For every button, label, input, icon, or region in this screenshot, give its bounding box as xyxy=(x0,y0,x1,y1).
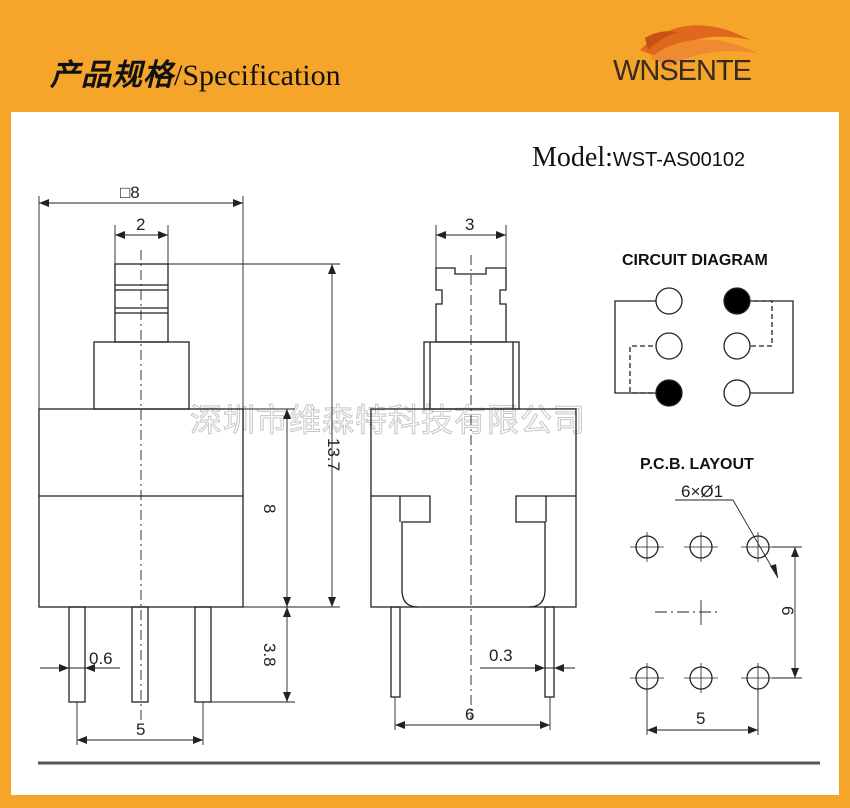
front-pin-length-label: 3.8 xyxy=(260,643,279,667)
circuit-diagram xyxy=(614,287,794,407)
side-pin-label: 0.3 xyxy=(489,646,513,665)
pcb-layout-title: P.C.B. LAYOUT xyxy=(640,456,754,473)
front-pin-width-label: 0.6 xyxy=(89,649,113,668)
pcb-layout xyxy=(630,499,802,735)
front-height-label: 13.7 xyxy=(324,438,343,471)
front-stem-label: 2 xyxy=(136,215,145,234)
model-label: Model:WST-AS00102 xyxy=(532,142,745,174)
side-width-label: 6 xyxy=(465,705,474,724)
side-view xyxy=(370,225,577,730)
title-english: /Specification xyxy=(174,59,341,92)
model-prefix: Model: xyxy=(532,142,613,173)
pcb-row-label: 6 xyxy=(778,606,797,615)
title-chinese: 产品规格 xyxy=(50,59,174,92)
side-top-label: 3 xyxy=(465,215,474,234)
front-width-label: □8 xyxy=(120,183,140,202)
circuit-diagram-title: CIRCUIT DIAGRAM xyxy=(622,252,768,269)
brand-logo-icon xyxy=(640,25,760,66)
model-code: WST-AS00102 xyxy=(612,149,746,171)
front-view xyxy=(38,196,340,745)
pcb-holes-label: 6×Ø1 xyxy=(681,482,723,501)
page-title: 产品规格/Specification xyxy=(50,50,341,94)
front-pitch-label: 5 xyxy=(136,720,145,739)
pcb-pitch-label: 5 xyxy=(696,709,705,728)
front-body-label: 8 xyxy=(260,504,279,513)
brand-name: WNSENTE xyxy=(613,55,752,87)
watermark-text: 深圳市维森特科技有限公司 xyxy=(190,401,586,439)
dimension-arrows xyxy=(39,199,799,744)
header: 产品规格/Specification WNSENTE xyxy=(0,0,850,112)
